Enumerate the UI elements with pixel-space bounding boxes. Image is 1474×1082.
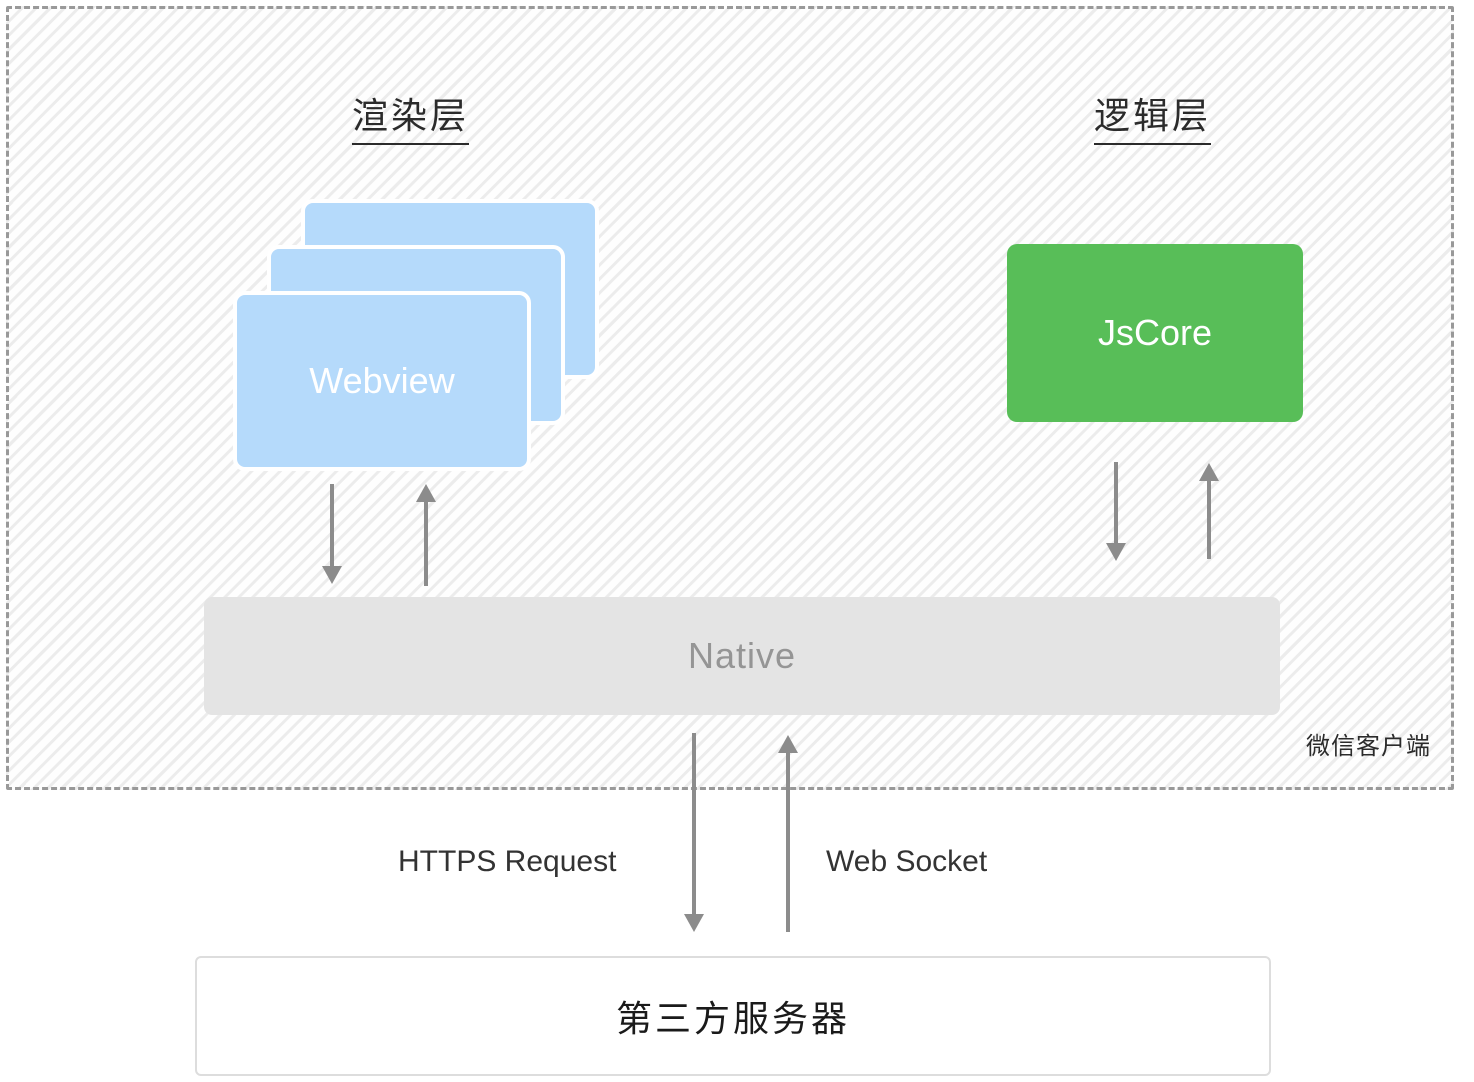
arrow-native-to-webview bbox=[416, 484, 436, 586]
arrow-webview-to-native bbox=[322, 484, 342, 584]
arrow-native-to-server bbox=[684, 733, 704, 932]
arrow-jscore-to-native bbox=[1106, 462, 1126, 561]
native-bar: Native bbox=[204, 597, 1280, 715]
logic-layer-title: 逻辑层 bbox=[1094, 87, 1212, 145]
https-request-label: HTTPS Request bbox=[398, 845, 617, 878]
arrow-server-to-native bbox=[778, 735, 798, 932]
third-party-server-box: 第三方服务器 bbox=[195, 956, 1271, 1076]
wechat-client-container: 渲染层 逻辑层 Webview JsCore Native 微信客户端 bbox=[6, 6, 1454, 790]
webview-card-front: Webview bbox=[233, 291, 531, 471]
render-layer-title: 渲染层 bbox=[352, 87, 470, 145]
jscore-box: JsCore bbox=[1007, 244, 1303, 422]
web-socket-label: Web Socket bbox=[826, 845, 988, 878]
arrow-native-to-jscore bbox=[1199, 463, 1219, 559]
wechat-client-label: 微信客户端 bbox=[1306, 733, 1431, 760]
